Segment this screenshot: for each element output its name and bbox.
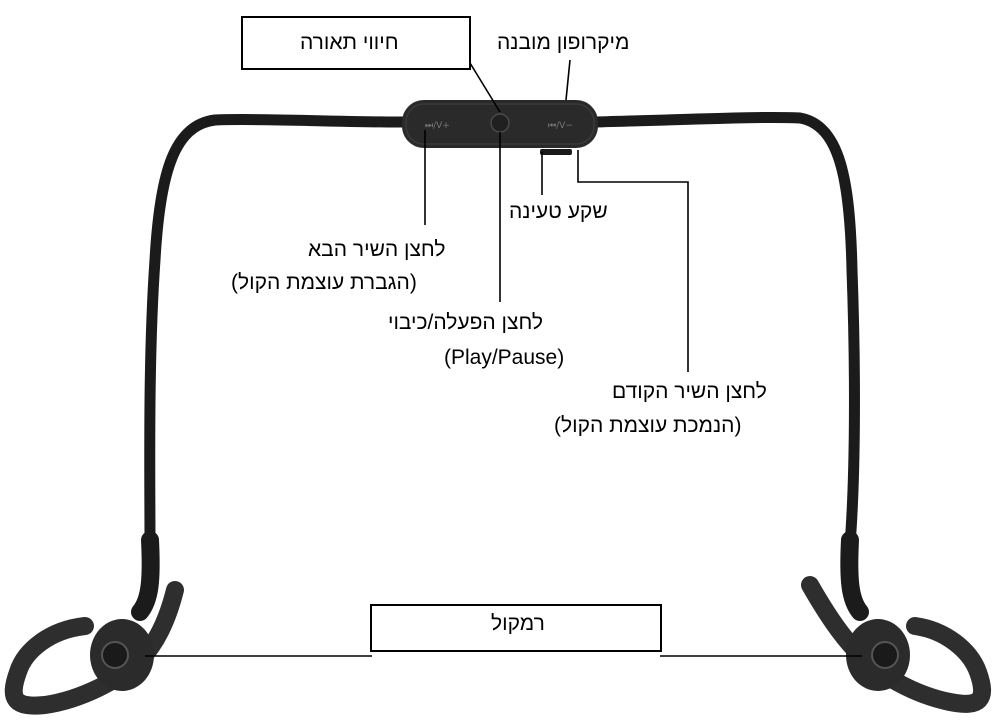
- light-indicator-label: חיווי תאורה: [300, 31, 399, 54]
- charging-port-label: שקע טעינה: [509, 200, 608, 223]
- next-song-sublabel: (הגברת עוצמת הקול): [231, 271, 417, 294]
- next-song-label: לחצן השיר הבא: [308, 238, 446, 261]
- right-earpiece: [801, 531, 991, 713]
- remote-control: ⏭/V+ ⏮/V−: [402, 100, 598, 155]
- speaker-label: רמקול: [491, 612, 545, 635]
- play-pause-sublabel: (Play/Pause): [444, 346, 565, 369]
- play-pause-label: לחצן הפעלה/כיבוי: [388, 311, 543, 334]
- charging-port-slot: [540, 149, 572, 155]
- power-button-icon: [490, 113, 510, 133]
- left-earpiece: [4, 531, 184, 715]
- left-speaker-icon: [101, 641, 129, 669]
- light-indicator-box: [241, 16, 471, 70]
- prev-song-sublabel: (הנמכת עוצמת הקול): [554, 414, 742, 437]
- headset-cable: [144, 111, 860, 551]
- speaker-label-box: [370, 604, 662, 652]
- next-button-marking: ⏭/V+: [425, 121, 450, 131]
- prev-button-marking: ⏮/V−: [548, 121, 573, 131]
- prev-song-label: לחצן השיר הקודם: [612, 380, 767, 403]
- right-speaker-icon: [871, 641, 899, 669]
- built-in-mic-label: מיקרופון מובנה: [497, 31, 630, 54]
- leader-lines: [145, 59, 862, 657]
